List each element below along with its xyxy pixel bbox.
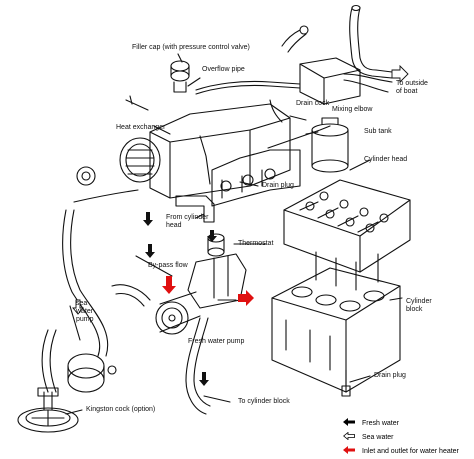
- filler-cap: [170, 60, 190, 93]
- black-arrow-icon: [342, 418, 356, 429]
- label-sub-tank: Sub tank: [364, 128, 392, 135]
- label-heat-exchanger: Heat exchanger: [116, 124, 166, 131]
- legend-sea-water: Sea water: [342, 431, 394, 443]
- label-to-outside: To outside of boat: [396, 80, 428, 95]
- label-overflow-pipe: Overflow pipe: [202, 66, 245, 73]
- sea-water-pump: [41, 329, 117, 393]
- outline-arrow-icon: [342, 431, 356, 443]
- sea-arrow-1: [391, 64, 409, 84]
- label-fresh-water-pump: Fresh water pump: [188, 338, 245, 345]
- sea-arrow-2: [72, 299, 84, 315]
- red-arrow-icon: [342, 446, 356, 457]
- label-sea-water-pump: sea water pump: [76, 300, 94, 323]
- cylinder-head: [283, 179, 411, 273]
- label-to-cylinder-block: To cylinder block: [238, 398, 290, 405]
- label-mixing-elbow: Mixing elbow: [332, 106, 373, 113]
- flow-arrow-1: [143, 212, 153, 226]
- kingston-cock: [17, 387, 79, 433]
- thermostat: [175, 195, 225, 257]
- legend-water-heater-text: Inlet and outlet for water heater: [362, 448, 459, 455]
- heat-exchanger: [119, 103, 291, 199]
- legend-fresh-water-text: Fresh water: [362, 420, 399, 427]
- label-filler-cap: Filler cap (with pressure control valve): [132, 44, 250, 51]
- flow-arrow-4: [199, 372, 209, 386]
- label-cylinder-head: Cylinder head: [364, 156, 408, 163]
- legend-sea-water-text: Sea water: [362, 434, 394, 441]
- label-thermostat: Thermostat: [238, 240, 274, 247]
- label-drain-plug-top: Drain plug: [262, 182, 294, 189]
- label-drain-cock: Drain cock: [296, 100, 330, 107]
- cylinder-block: [271, 267, 401, 393]
- sub-tank: [311, 117, 349, 173]
- label-drain-plug-bottom: Drain plug: [374, 372, 406, 379]
- red-arrow-bypass: [162, 276, 176, 294]
- red-arrow-outlet: [238, 290, 254, 306]
- label-from-cylinder-head: From cylinder head: [166, 214, 209, 229]
- label-by-pass-flow: By-pass flow: [148, 262, 188, 269]
- label-cylinder-block: Cylinder block: [406, 298, 432, 313]
- flow-arrow-2: [207, 230, 217, 242]
- label-kingston-cock: Kingston cock (option): [86, 406, 156, 413]
- exhaust-pipe: [349, 7, 393, 79]
- mixing-elbow: [299, 57, 393, 105]
- legend-water-heater: Inlet and outlet for water heater: [342, 446, 459, 457]
- flow-arrow-3: [145, 244, 155, 258]
- legend-fresh-water: Fresh water: [342, 418, 399, 429]
